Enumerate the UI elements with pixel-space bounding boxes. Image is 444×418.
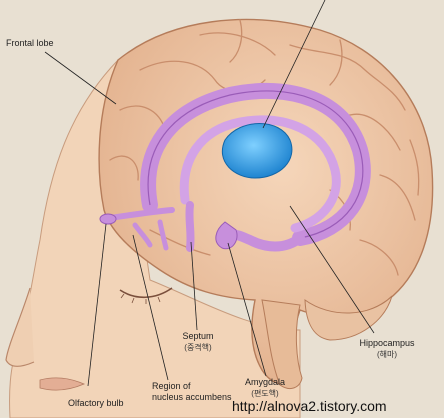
label-hippocampus-ko: (해마) [355,349,419,360]
label-nucleus-accumbens: Region of nucleus accumbens [152,381,232,403]
watermark-url: http://alnova2.tistory.com [232,398,387,414]
label-nucleus-accumbens-line1: Region of [152,381,232,392]
label-septum-ko: (중격핵) [174,342,222,353]
olfactory-bulb-structure [100,214,116,224]
label-olfactory-bulb: Olfactory bulb [68,398,124,409]
nose [6,288,34,366]
label-amygdala: Amygdala (편도핵) [236,377,294,399]
label-nucleus-accumbens-line2: nucleus accumbens [152,392,232,403]
septum-structure [189,205,190,248]
label-hippocampus-en: Hippocampus [355,338,419,349]
label-septum-en: Septum [174,331,222,342]
label-amygdala-en: Amygdala [236,377,294,388]
label-septum: Septum (중격핵) [174,331,222,353]
label-hippocampus: Hippocampus (해마) [355,338,419,360]
label-frontal-lobe: Frontal lobe [6,38,54,49]
thalamus [222,124,292,179]
